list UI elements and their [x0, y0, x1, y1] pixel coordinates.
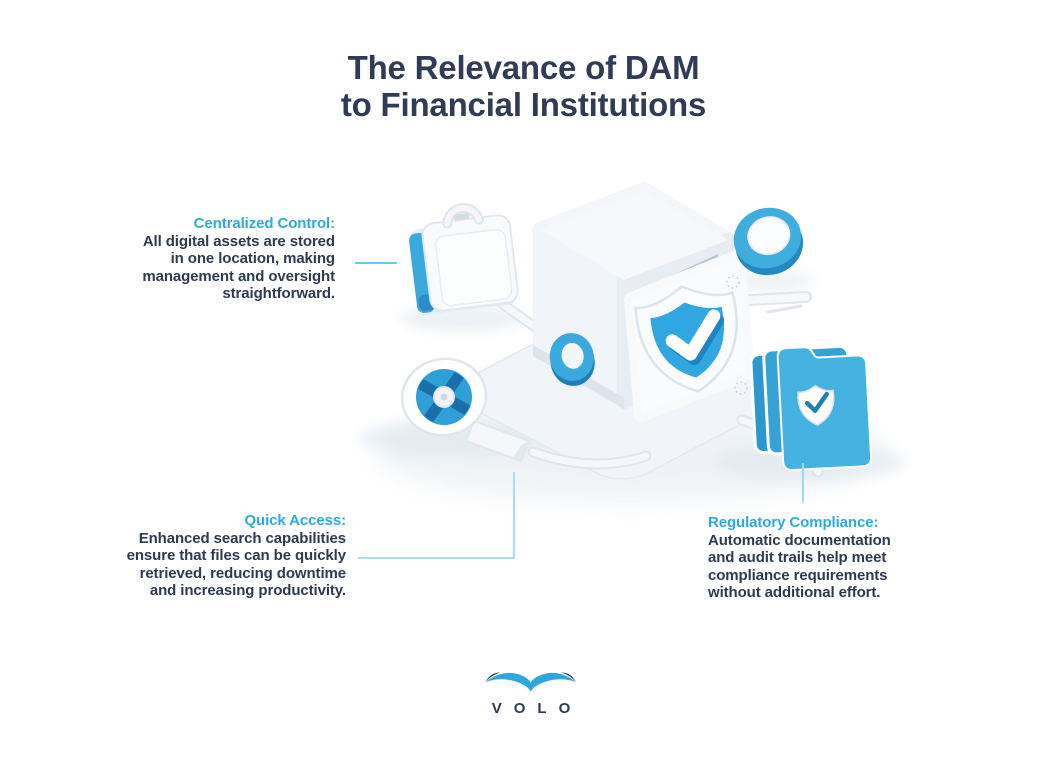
callout-line: compliance requirements	[708, 566, 888, 584]
callout-quick-access: Quick Access: Enhanced search capabiliti…	[127, 512, 346, 600]
search-dial-icon	[400, 357, 530, 462]
callout-heading: Regulatory Compliance:	[708, 514, 879, 531]
page-title: The Relevance of DAM to Financial Instit…	[0, 49, 1047, 123]
grommet-ring-icon	[549, 333, 595, 386]
bird-icon	[485, 672, 576, 692]
vault-safe-icon	[532, 182, 755, 422]
secure-folders-icon	[749, 344, 873, 472]
callout-regulatory-compliance: Regulatory Compliance: Automatic documen…	[708, 514, 891, 602]
torus-ring-icon	[733, 207, 804, 276]
callout-line: straightforward.	[222, 285, 335, 302]
callout-line: and audit trails help meet	[708, 549, 887, 566]
folder-shield-badge-icon	[797, 384, 835, 426]
callout-line: ensure that files can be quickly	[126, 547, 346, 564]
callout-line: retrieved, reducing downtime	[139, 564, 347, 582]
callout-line: in one location, making	[170, 250, 335, 267]
callout-heading: Centralized Control:	[193, 215, 335, 232]
title-line-1: The Relevance of DAM	[347, 49, 700, 86]
callout-line: Automatic documentation	[708, 531, 891, 549]
briefcase-icon	[409, 203, 519, 315]
callout-line: and increasing productivity.	[149, 582, 346, 599]
logo-wordmark: VOLO	[491, 700, 583, 717]
volo-logo: VOLO	[480, 667, 583, 717]
callout-centralized-control: Centralized Control: All digital assets …	[142, 215, 335, 303]
callout-line: All digital assets are stored	[142, 232, 335, 250]
callout-heading: Quick Access:	[244, 512, 346, 529]
title-line-2: to Financial Institutions	[340, 86, 707, 123]
callout-line: management and oversight	[142, 267, 335, 285]
callout-line: Enhanced search capabilities	[138, 529, 346, 547]
shield-check-icon	[634, 285, 738, 393]
callout-line: without additional effort.	[708, 584, 881, 601]
callout-connectors	[355, 262, 804, 559]
